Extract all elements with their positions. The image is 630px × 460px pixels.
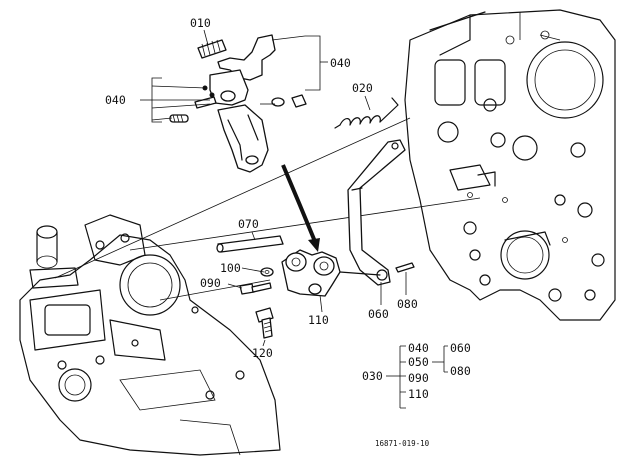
- tree-col1-item: 110: [408, 387, 429, 401]
- label-090: 090: [200, 276, 221, 290]
- label-100: 100: [220, 261, 241, 275]
- figure-code: 16871-019-10: [375, 439, 430, 448]
- label-010: 010: [190, 16, 211, 30]
- bolt-090: [239, 282, 272, 295]
- tree-col2-item: 060: [450, 341, 471, 355]
- fork-lever-assembly: [169, 34, 307, 173]
- alignment-lines: [54, 117, 481, 301]
- gear-case: [19, 214, 281, 456]
- label-080: 080: [397, 297, 418, 311]
- tree-col1-item: 050: [408, 355, 429, 369]
- assembly-arrow: [281, 164, 320, 252]
- assembly-tree: 030 040 050 090 110 060 080: [362, 341, 471, 409]
- tree-col2-item: 080: [450, 364, 471, 378]
- tree-col1-item: 090: [408, 371, 429, 385]
- label-110: 110: [308, 313, 329, 327]
- lever-060: [347, 139, 406, 286]
- label-070: 070: [238, 217, 259, 231]
- pin-070: [216, 235, 284, 253]
- label-040-left: 040: [105, 93, 126, 107]
- label-060: 060: [368, 307, 389, 321]
- label-120: 120: [252, 346, 273, 360]
- label-040-top: 040: [330, 56, 351, 70]
- bracket-110: [281, 249, 381, 297]
- bolt-120: [255, 307, 274, 339]
- leader-lines: [140, 29, 407, 347]
- spring-020: [334, 97, 399, 129]
- tree-root: 030: [362, 369, 383, 383]
- label-020: 020: [352, 81, 373, 95]
- washer-100: [260, 267, 274, 277]
- pin-080: [395, 262, 415, 273]
- engine-block: [404, 9, 616, 321]
- tree-col1-item: 040: [408, 341, 429, 355]
- part-labels: 010 040 040 020 070 100 090 110 060 080 …: [105, 16, 418, 360]
